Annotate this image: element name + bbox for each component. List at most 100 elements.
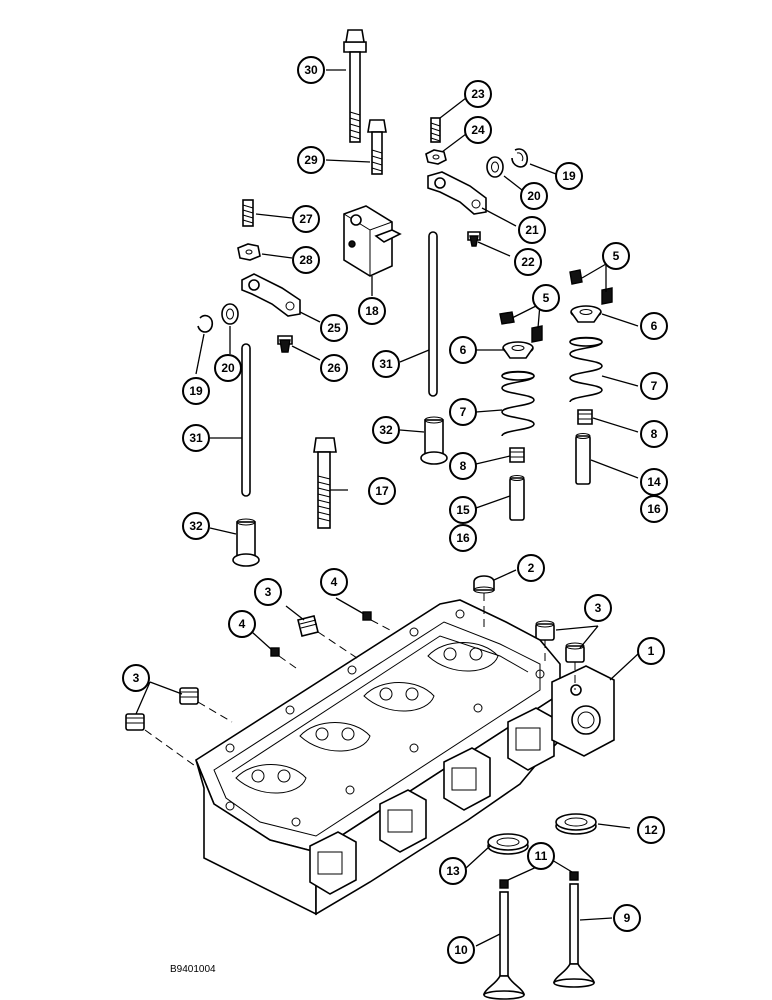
svg-text:19: 19 xyxy=(189,384,203,398)
part-valve-spring-7-left xyxy=(501,370,535,437)
callout-8-left: 8 xyxy=(449,452,477,480)
part-valve-guide-14 xyxy=(575,433,591,485)
part-adjuster-22 xyxy=(467,231,481,247)
callout-18: 18 xyxy=(358,297,386,325)
callout-11: 11 xyxy=(527,842,555,870)
callout-19-lower: 19 xyxy=(182,377,210,405)
callout-27: 27 xyxy=(292,205,320,233)
callout-2: 2 xyxy=(517,554,545,582)
callout-17: 17 xyxy=(368,477,396,505)
svg-text:3: 3 xyxy=(595,601,602,615)
svg-text:3: 3 xyxy=(265,585,272,599)
callout-24: 24 xyxy=(464,116,492,144)
part-nut-24 xyxy=(425,149,447,165)
part-valve-cap-11-right xyxy=(569,871,579,881)
callout-13: 13 xyxy=(439,857,467,885)
part-tappet-32-center xyxy=(420,416,448,465)
part-push-rod-31-left xyxy=(241,343,251,497)
svg-text:32: 32 xyxy=(379,423,393,437)
callout-5-right: 5 xyxy=(602,242,630,270)
callout-31-center: 31 xyxy=(372,350,400,378)
callout-10: 10 xyxy=(447,936,475,964)
callout-21: 21 xyxy=(518,216,546,244)
part-plug-4-upper xyxy=(362,611,372,621)
part-rocker-arm-21 xyxy=(427,171,487,215)
svg-text:12: 12 xyxy=(644,823,658,837)
part-washer-20-lower xyxy=(221,303,239,325)
svg-text:4: 4 xyxy=(239,617,246,631)
part-adjuster-26 xyxy=(277,335,293,353)
svg-text:3: 3 xyxy=(133,671,140,685)
part-adjusting-screw-27 xyxy=(242,199,254,227)
svg-text:31: 31 xyxy=(379,357,393,371)
svg-text:1: 1 xyxy=(648,644,655,658)
callout-22: 22 xyxy=(514,248,542,276)
callout-16-right: 16 xyxy=(640,495,668,523)
callout-3-upper-left: 3 xyxy=(254,578,282,606)
callout-25: 25 xyxy=(320,314,348,342)
callout-20-lower: 20 xyxy=(214,354,242,382)
svg-text:24: 24 xyxy=(471,123,485,137)
callout-7-right: 7 xyxy=(640,372,668,400)
svg-text:25: 25 xyxy=(327,321,341,335)
svg-text:26: 26 xyxy=(327,361,341,375)
part-spring-retainer-6-left xyxy=(502,341,534,359)
callout-6-left: 6 xyxy=(449,336,477,364)
callout-26: 26 xyxy=(320,354,348,382)
svg-text:5: 5 xyxy=(613,249,620,263)
callout-16-left: 16 xyxy=(449,524,477,552)
svg-text:22: 22 xyxy=(521,255,535,269)
part-spring-retainer-6-right xyxy=(570,305,602,323)
svg-text:9: 9 xyxy=(624,911,631,925)
svg-text:19: 19 xyxy=(562,169,576,183)
svg-text:11: 11 xyxy=(535,849,548,863)
callout-7-left: 7 xyxy=(449,398,477,426)
callout-4-upper: 4 xyxy=(320,568,348,596)
callout-32-center: 32 xyxy=(372,416,400,444)
svg-text:10: 10 xyxy=(454,943,468,957)
part-valve-10 xyxy=(482,891,526,1000)
part-plug-3-upper-left xyxy=(297,615,319,637)
part-plug-3-left-a xyxy=(179,687,199,705)
callout-20-upper: 20 xyxy=(520,182,548,210)
callout-32-left: 32 xyxy=(182,512,210,540)
svg-text:4: 4 xyxy=(331,575,338,589)
svg-text:2: 2 xyxy=(528,561,535,575)
part-rocker-arm-25 xyxy=(241,273,301,317)
svg-text:21: 21 xyxy=(525,223,539,237)
part-tappet-32-left xyxy=(232,518,260,567)
svg-text:16: 16 xyxy=(456,531,470,545)
svg-text:15: 15 xyxy=(456,503,470,517)
callout-29: 29 xyxy=(297,146,325,174)
svg-text:8: 8 xyxy=(460,459,467,473)
callout-3-left: 3 xyxy=(122,664,150,692)
callout-9: 9 xyxy=(613,904,641,932)
svg-text:30: 30 xyxy=(304,63,318,77)
part-valve-cap-11-left xyxy=(499,879,509,889)
svg-text:20: 20 xyxy=(527,189,541,203)
part-washer-20-upper xyxy=(486,156,504,178)
callout-4-lower: 4 xyxy=(228,610,256,638)
part-valve-9 xyxy=(552,883,596,988)
callout-5-left: 5 xyxy=(532,284,560,312)
part-adjusting-screw-23 xyxy=(430,117,441,143)
part-rocker-support-18 xyxy=(343,205,402,277)
part-valve-seat-12 xyxy=(555,813,597,835)
assembly-dashed-lines xyxy=(144,593,576,769)
part-valve-seal-8-right xyxy=(577,409,593,425)
svg-text:7: 7 xyxy=(651,379,658,393)
svg-text:18: 18 xyxy=(365,304,379,318)
svg-text:31: 31 xyxy=(189,431,203,445)
callout-28: 28 xyxy=(292,246,320,274)
svg-text:17: 17 xyxy=(375,484,389,498)
callout-15: 15 xyxy=(449,496,477,524)
svg-text:29: 29 xyxy=(304,153,318,167)
callout-1: 1 xyxy=(637,637,665,665)
part-valve-keepers-5-right xyxy=(569,269,613,305)
svg-text:28: 28 xyxy=(299,253,313,267)
svg-text:32: 32 xyxy=(189,519,203,533)
part-valve-keepers-5-left xyxy=(499,311,543,343)
part-plug-3-upper-right-a xyxy=(535,620,555,641)
part-valve-spring-7-right xyxy=(569,336,603,403)
